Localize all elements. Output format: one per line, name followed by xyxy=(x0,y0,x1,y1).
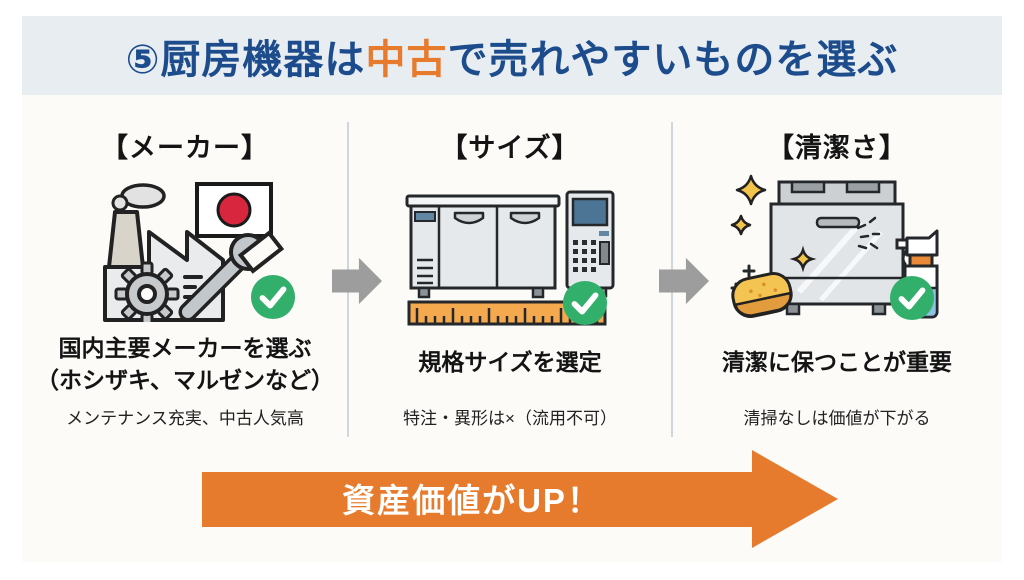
column-size: 【サイズ】 xyxy=(348,120,672,440)
check-icon xyxy=(889,275,935,321)
wrench-icon xyxy=(178,230,285,322)
title-band: ⑤厨房機器は中古で売れやすいものを選ぶ xyxy=(22,16,1002,95)
maker-main-line1: 国内主要メーカーを選ぶ xyxy=(58,335,312,361)
column-size-header: 【サイズ】 xyxy=(440,133,580,163)
column-maker-header: 【メーカー】 xyxy=(101,133,269,163)
page-title: ⑤厨房機器は中古で売れやすいものを選ぶ xyxy=(126,27,899,85)
maker-main-text: 国内主要メーカーを選ぶ （ホシザキ、マルゼンなど） xyxy=(22,332,348,396)
cleanliness-main-text: 清潔に保つことが重要 xyxy=(722,349,952,375)
sponge-icon xyxy=(731,272,793,318)
column-maker: 【メーカー】 xyxy=(22,120,348,440)
check-icon xyxy=(562,280,608,326)
maker-main-line2: （ホシザキ、マルゼンなど） xyxy=(35,367,335,393)
title-prefix: ⑤厨房機器は xyxy=(125,37,366,82)
check-icon xyxy=(250,274,296,320)
title-suffix: で売れやすいものを選ぶ xyxy=(447,37,899,82)
asset-value-label: 資産価値がUP！ xyxy=(342,482,602,519)
size-main-text: 規格サイズを選定 xyxy=(418,349,602,375)
title-highlight: 中古 xyxy=(365,37,448,82)
asset-value-arrow-icon xyxy=(196,444,844,556)
column-cleanliness-header: 【清潔さ】 xyxy=(767,133,907,163)
commercial-fridge-ruler-icon xyxy=(405,182,615,327)
sparkle-icon xyxy=(730,174,767,236)
gear-icon xyxy=(114,261,180,327)
size-sub-text: 特注・異形は×（流用不可） xyxy=(403,409,617,428)
arrow-right-icon xyxy=(332,256,382,306)
arrow-right-icon xyxy=(659,256,709,306)
factory-japan-flag-wrench-icon xyxy=(85,172,285,327)
clean-equipment-sponge-spray-icon xyxy=(729,170,944,325)
cleanliness-sub-text: 清掃なしは価値が下がる xyxy=(743,409,931,428)
maker-sub-text: メンテナンス充実、中古人気高 xyxy=(66,409,304,428)
column-cleanliness: 【清潔さ】 xyxy=(672,120,1002,440)
